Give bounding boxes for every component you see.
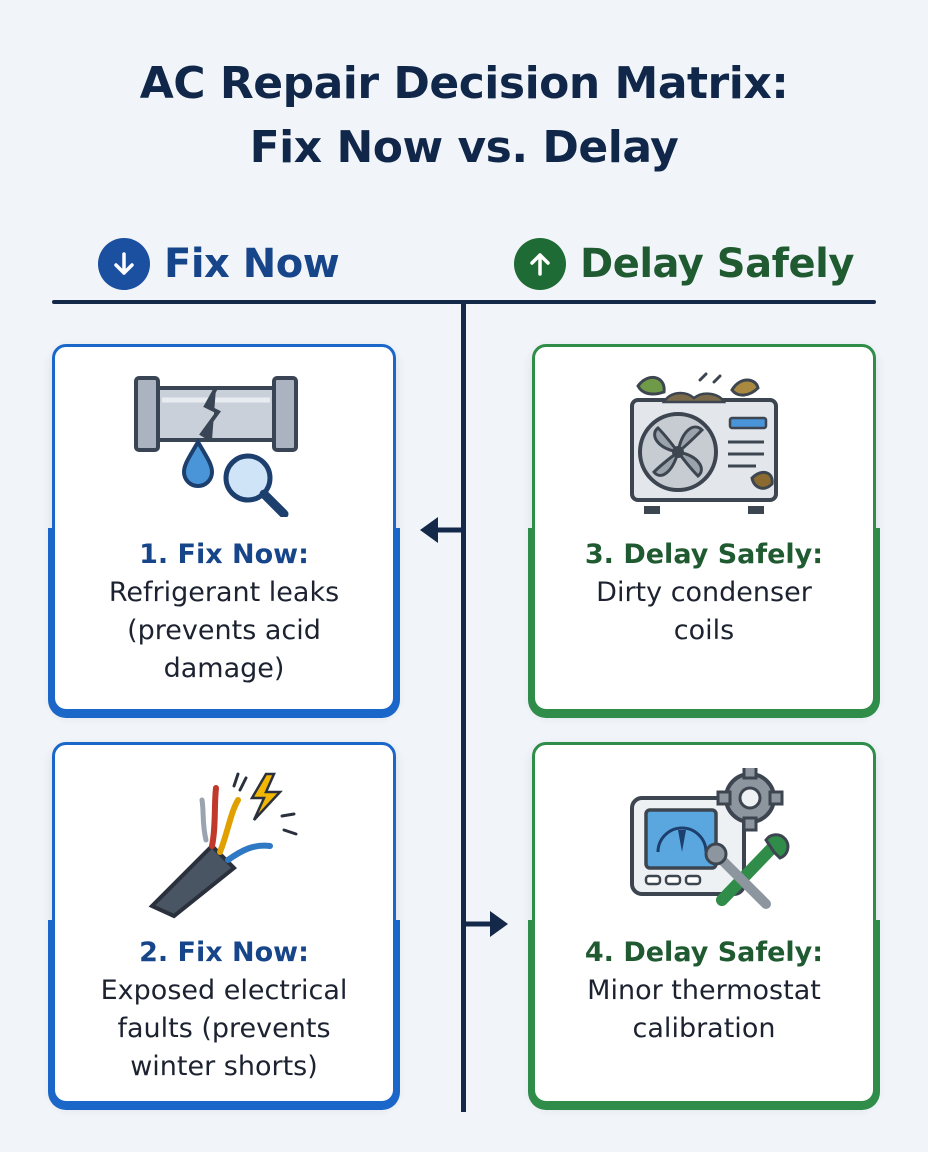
card-heading: 4. Delay Safely: [584, 937, 824, 968]
column-label-delay-safely: Delay Safely [580, 241, 854, 287]
leaking-pipe-magnifier-icon [134, 376, 298, 517]
card-line: damage) [163, 653, 285, 684]
arrow-right-icon [464, 911, 508, 937]
card-text: 3. Delay Safely: Dirty condenser coils [542, 536, 866, 650]
card-line: faults (prevents [117, 1013, 331, 1044]
arrow-down-circle-icon [98, 238, 150, 290]
card-line: coils [673, 615, 735, 646]
card-text: 4. Delay Safely: Minor thermostat calibr… [542, 934, 866, 1048]
card-delay-dirty-condenser: 3. Delay Safely: Dirty condenser coils [528, 344, 880, 718]
frayed-cable-spark-icon [148, 772, 298, 919]
column-header-delay-safely: Delay Safely [514, 234, 854, 294]
card-heading: 3. Delay Safely: [584, 539, 824, 570]
card-line: Minor thermostat [587, 975, 821, 1006]
card-line: Dirty condenser [596, 577, 812, 608]
card-fix-now-electrical-faults: 2. Fix Now: Exposed electrical faults (p… [48, 742, 400, 1110]
card-line: (prevents acid [127, 615, 321, 646]
title-line-1: AC Repair Decision Matrix: [139, 58, 789, 109]
card-text: 1. Fix Now: Refrigerant leaks (prevents … [62, 536, 386, 688]
column-header-fix-now: Fix Now [98, 234, 340, 294]
card-line: winter shorts) [130, 1051, 318, 1082]
column-label-fix-now: Fix Now [164, 241, 340, 287]
card-line: calibration [632, 1013, 776, 1044]
card-fix-now-refrigerant-leaks: 1. Fix Now: Refrigerant leaks (prevents … [48, 344, 400, 718]
dirty-condenser-unit-icon [630, 372, 778, 514]
thermostat-gear-wrench-icon [630, 768, 790, 909]
page-title: AC Repair Decision Matrix: Fix Now vs. D… [0, 52, 928, 180]
title-line-2: Fix Now vs. Delay [249, 122, 679, 173]
card-line: Refrigerant leaks [108, 577, 340, 608]
card-heading: 1. Fix Now: [139, 539, 309, 570]
card-line: Exposed electrical [100, 975, 348, 1006]
arrow-left-icon [420, 517, 464, 543]
arrow-up-circle-icon [514, 238, 566, 290]
card-delay-thermostat-calibration: 4. Delay Safely: Minor thermostat calibr… [528, 742, 880, 1110]
card-heading: 2. Fix Now: [139, 937, 309, 968]
card-text: 2. Fix Now: Exposed electrical faults (p… [62, 934, 386, 1086]
center-divider [461, 302, 466, 1112]
